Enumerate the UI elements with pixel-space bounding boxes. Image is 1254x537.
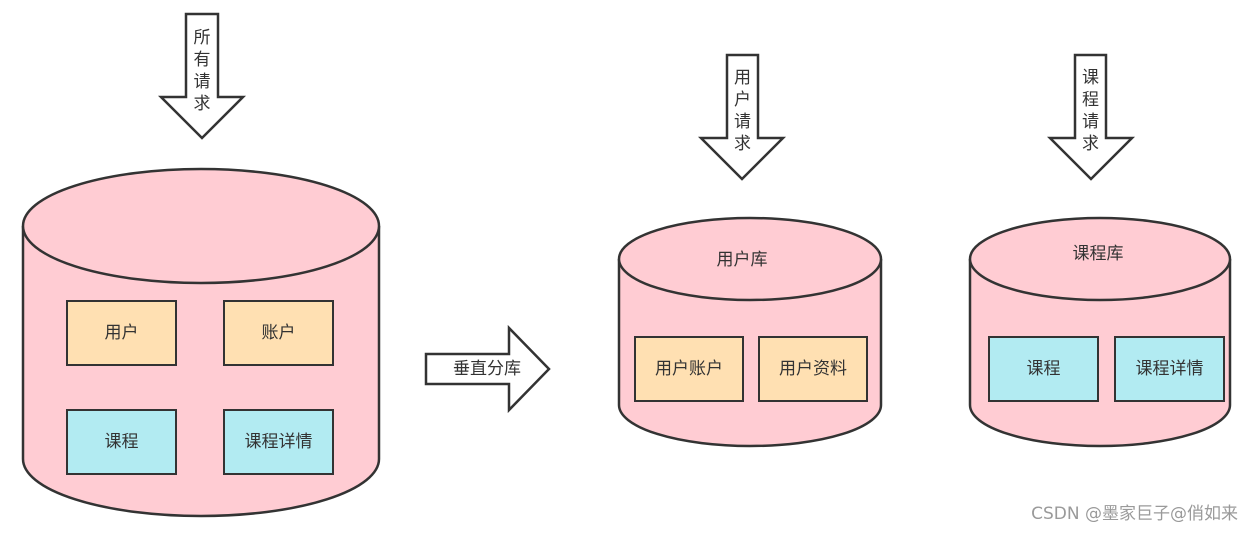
table-course-right-label: 课程 [1027, 359, 1061, 379]
table-user-profile [758, 336, 868, 402]
arrow-course-requests: 课 程 请 求 [1046, 53, 1136, 181]
table-account [223, 300, 334, 366]
arrow-course-requests-shape [1046, 53, 1136, 181]
table-user-label: 用户 [105, 323, 139, 343]
arrow-course-requests-char-4: 求 [1082, 134, 1099, 154]
arrow-all-requests-char-1: 所 [194, 28, 211, 48]
arrow-user-requests-char-1: 用 [734, 68, 751, 88]
table-course-detail [223, 409, 334, 475]
table-course-right [988, 336, 1099, 402]
table-user [66, 300, 177, 366]
arrow-all-requests-char-4: 求 [194, 94, 211, 114]
arrow-vertical-split: 垂直分库 [424, 324, 551, 414]
table-user-profile-label: 用户资料 [779, 359, 847, 379]
arrow-course-requests-char-1: 课 [1082, 68, 1099, 88]
table-user-account [634, 336, 744, 402]
table-user-account-label: 用户账户 [655, 359, 723, 379]
course-db-title: 课程库 [1073, 244, 1124, 264]
arrow-all-requests-char-3: 请 [194, 72, 211, 92]
arrow-all-requests-char-2: 有 [194, 50, 211, 70]
arrow-course-requests-char-3: 请 [1082, 112, 1099, 132]
arrow-user-requests-char-2: 户 [734, 90, 751, 110]
watermark: CSDN @墨家巨子@俏如来 [1031, 504, 1238, 524]
arrow-user-requests-shape [697, 53, 787, 181]
arrow-user-requests: 用 户 请 求 [697, 53, 787, 181]
table-course-detail-label: 课程详情 [245, 432, 313, 452]
table-course-detail-right [1114, 336, 1225, 402]
arrow-user-requests-char-3: 请 [734, 112, 751, 132]
course-db-top [968, 216, 1232, 302]
source-database: 用户 账户 课程 课程详情 [21, 167, 381, 518]
arrow-course-requests-char-2: 程 [1082, 90, 1099, 110]
table-course-label: 课程 [105, 432, 139, 452]
user-database: 用户库 用户账户 用户资料 [617, 216, 883, 448]
arrow-all-requests: 所 有 请 求 [157, 12, 247, 140]
arrow-vertical-split-shape [424, 324, 551, 414]
arrow-vertical-split-label: 垂直分库 [453, 359, 521, 379]
arrow-all-requests-shape [157, 12, 247, 140]
user-db-top [617, 216, 883, 302]
arrow-user-requests-char-4: 求 [734, 134, 751, 154]
table-course [66, 409, 177, 475]
table-course-detail-right-label: 课程详情 [1136, 359, 1204, 379]
source-db-top [21, 167, 381, 285]
user-db-title: 用户库 [717, 250, 768, 270]
table-account-label: 账户 [262, 323, 296, 343]
course-database: 课程库 课程 课程详情 [968, 216, 1232, 448]
